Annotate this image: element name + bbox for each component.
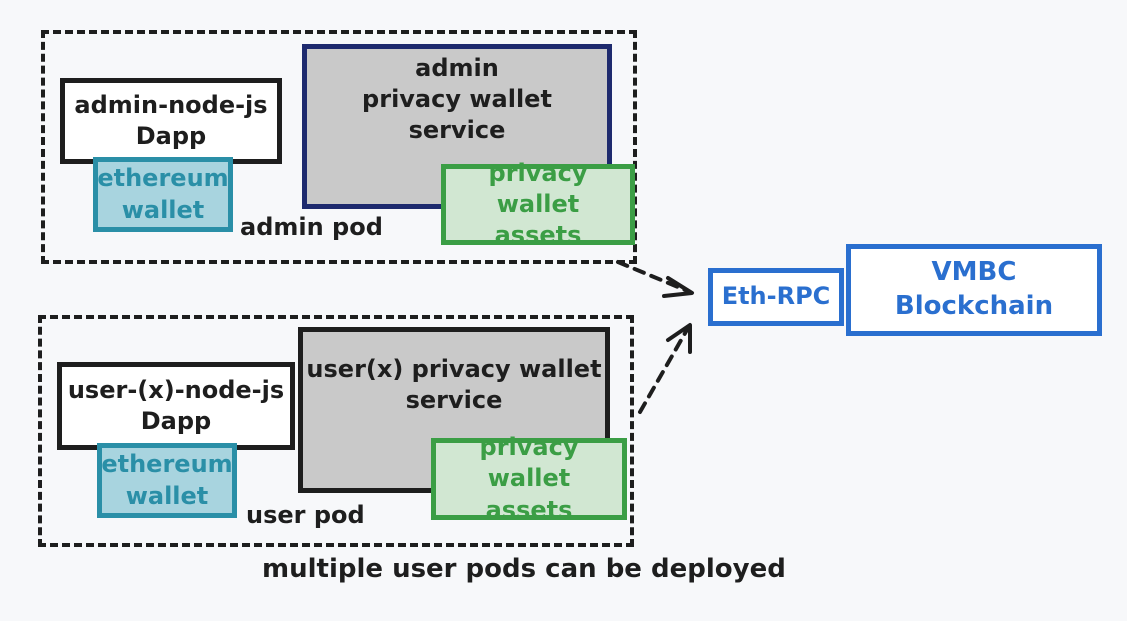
- user-service-line1: user(x) privacy wallet: [306, 355, 602, 383]
- user-service-line2: service: [405, 386, 503, 415]
- user-pod-label: user pod: [246, 501, 365, 529]
- user-pod-boundary: [38, 315, 634, 547]
- admin-assets-line1: privacy wallet: [488, 158, 588, 218]
- admin-ethereum-wallet-box: ethereum wallet: [93, 157, 233, 232]
- eth-rpc-box: Eth-RPC: [708, 268, 844, 326]
- user-to-rpc-arrow: [638, 326, 690, 414]
- admin-service-line2: privacy wallet: [362, 85, 552, 114]
- admin-wallet-line1: ethereum: [97, 164, 229, 193]
- user-dapp-line1: user-(x)-node-js: [67, 375, 285, 404]
- user-assets-line2: assets: [485, 495, 573, 524]
- user-arrowhead: [666, 323, 692, 354]
- vmbc-blockchain-box: VMBC Blockchain: [846, 244, 1102, 336]
- user-privacy-wallet-assets-box: privacy wallet assets: [431, 433, 627, 524]
- admin-dapp-line2: Dapp: [135, 122, 207, 150]
- user-wallet-line1: ethereum: [101, 450, 233, 479]
- admin-service-line1: admin: [415, 54, 499, 82]
- user-dapp-line2: Dapp: [140, 407, 212, 435]
- admin-service-line3: service: [408, 116, 506, 145]
- eth-rpc-label: Eth-RPC: [721, 282, 831, 311]
- user-dapp-box: user-(x)-node-js Dapp: [57, 362, 295, 450]
- admin-dapp-line1: admin-node-js: [74, 90, 268, 119]
- admin-privacy-wallet-assets-box: privacy wallet assets: [441, 159, 635, 249]
- admin-arrowhead: [662, 276, 694, 298]
- user-ethereum-wallet-box: ethereum wallet: [97, 443, 237, 518]
- vmbc-blockchain-label: VMBC Blockchain: [894, 257, 1054, 321]
- user-wallet-line2: wallet: [125, 481, 209, 510]
- admin-assets-line2: assets: [494, 221, 582, 250]
- admin-pod-label: admin pod: [240, 213, 383, 241]
- footer-note: multiple user pods can be deployed: [262, 554, 786, 584]
- admin-wallet-line2: wallet: [121, 195, 205, 224]
- admin-pod-boundary: [41, 30, 637, 264]
- user-assets-line1: privacy wallet: [479, 433, 579, 493]
- admin-to-rpc-arrow: [616, 260, 692, 294]
